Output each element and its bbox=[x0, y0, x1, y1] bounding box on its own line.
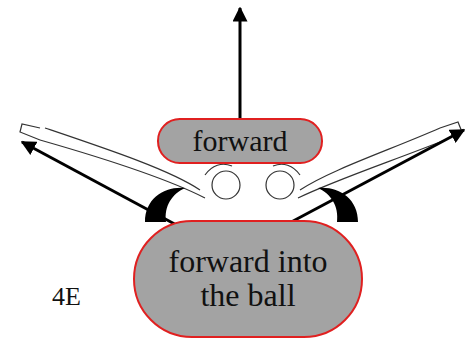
pill-box: forward into the ball bbox=[133, 220, 363, 338]
pill-box: forward bbox=[157, 118, 323, 164]
athlete-left-seat bbox=[145, 188, 185, 222]
motion-arrow bbox=[239, 8, 242, 120]
node-text: forward bbox=[193, 125, 288, 157]
figure-number: 4E bbox=[52, 282, 81, 312]
node-text: forward into the ball bbox=[161, 245, 336, 312]
motion-arrow bbox=[22, 142, 182, 228]
